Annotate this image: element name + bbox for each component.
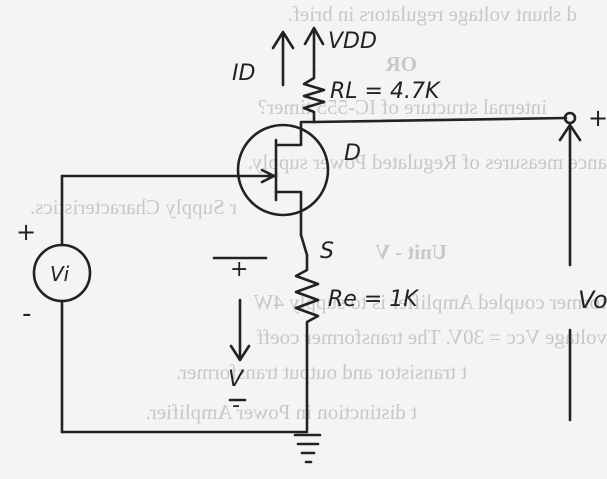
drain-lead bbox=[274, 120, 316, 147]
id-label: ID bbox=[232, 61, 255, 86]
re-label: Re = 1K bbox=[328, 287, 419, 312]
plus-in-label: + bbox=[16, 218, 36, 246]
ground-symbol bbox=[293, 433, 322, 464]
drain-label: D bbox=[344, 141, 361, 166]
re-resistor bbox=[294, 253, 320, 342]
minus-in-label: - bbox=[22, 299, 31, 329]
source-label: S bbox=[320, 239, 334, 264]
vre-v-label: V bbox=[228, 367, 245, 392]
rl-label: RL = 4.7K bbox=[330, 79, 441, 104]
source-lead bbox=[274, 190, 303, 237]
plus-out-label: + bbox=[588, 104, 607, 132]
vo-label: Vo bbox=[578, 286, 607, 314]
source-wire bbox=[299, 233, 309, 257]
vo-upper-line bbox=[558, 121, 582, 267]
rl-resistor bbox=[302, 68, 326, 124]
gate-lead bbox=[60, 168, 278, 184]
jfet-symbol bbox=[236, 123, 330, 217]
vi-label: Vi bbox=[50, 262, 70, 286]
id-arrow bbox=[271, 30, 295, 87]
vre-plus-label: + bbox=[230, 257, 248, 282]
vdd-arrow bbox=[303, 26, 325, 72]
vre-arrow bbox=[229, 298, 251, 362]
vdd-label: VDD bbox=[328, 29, 377, 54]
output-wire bbox=[312, 116, 568, 124]
vre-minus-label: - bbox=[232, 393, 240, 418]
